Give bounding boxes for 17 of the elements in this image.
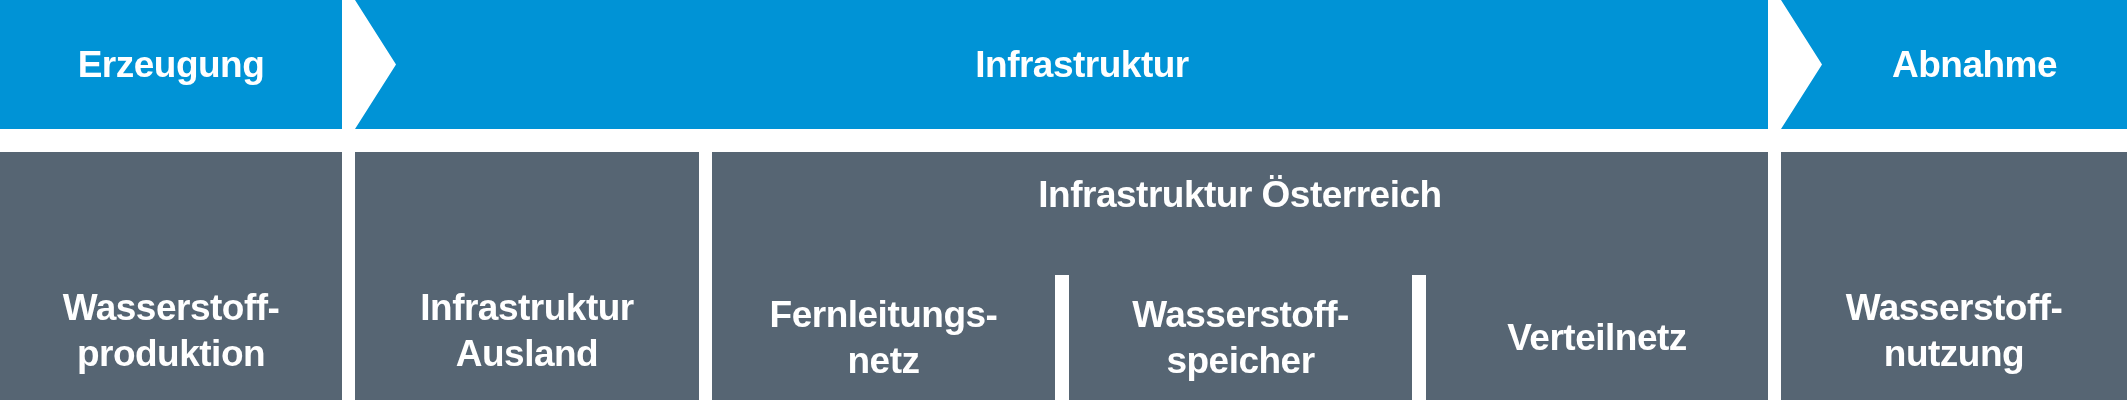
stage-banner <box>1781 0 2127 129</box>
stage-heading: Abnahme <box>1891 42 2058 87</box>
stage-banner <box>355 0 1768 129</box>
stage-label: Wasserstoff- speicher <box>1131 292 1350 383</box>
stage-label: Fernleitungs- netz <box>768 292 999 383</box>
stage-panel <box>0 152 342 400</box>
stage-label: Infrastruktur Ausland <box>419 286 635 376</box>
stage-label: Wasserstoff- nutzung <box>1844 286 2064 376</box>
stage-heading: Erzeugung <box>77 42 265 87</box>
stage-banner <box>0 0 342 129</box>
group-panel <box>712 152 1768 400</box>
stage-label: Verteilnetz <box>1507 315 1687 360</box>
stage-panel <box>355 152 699 400</box>
stage-label: Wasserstoff- produktion <box>61 286 281 376</box>
stage-heading: Infrastruktur <box>975 42 1189 87</box>
stage-panel <box>1781 152 2127 400</box>
stage-label: Infrastruktur Österreich <box>1038 173 1442 217</box>
